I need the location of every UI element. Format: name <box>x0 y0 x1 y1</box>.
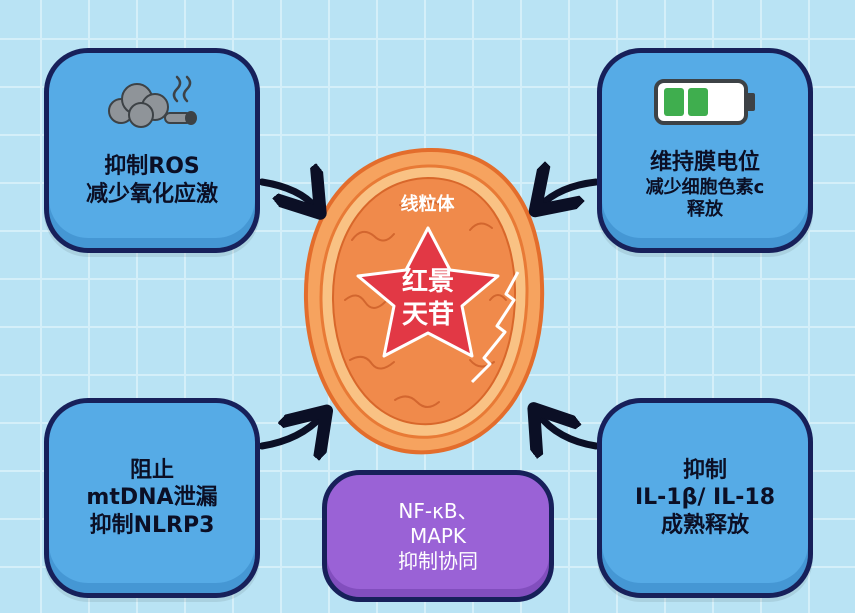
star-shape <box>356 226 500 358</box>
arrows <box>258 182 600 446</box>
card-tr-line-3: 释放 <box>687 199 723 221</box>
card-il-release: 抑制 IL-1β/ IL-18 成熟释放 <box>597 398 813 598</box>
compound-name-line-2: 天苷 <box>401 299 454 330</box>
card-mtdna-leak: 阻止 mtDNA泄漏 抑制NLRP3 <box>44 398 260 598</box>
arrow-bottom-left <box>258 416 322 446</box>
card-bm-line-2: MAPK <box>409 523 467 548</box>
card-br-line-2: IL-1β/ IL-18 <box>634 485 776 511</box>
battery-icon <box>654 79 755 125</box>
arrow-bottom-right <box>538 414 600 446</box>
card-bl-line-3: 抑制NLRP3 <box>89 512 215 538</box>
arrow-top-right <box>540 182 600 206</box>
mitochondria-label: 线粒体 <box>400 194 455 215</box>
card-bm-line-3: 抑制协同 <box>398 548 478 573</box>
crack-mark <box>470 271 520 384</box>
card-nfkb-mapk: NF-κB、 MAPK 抑制协同 <box>322 470 554 602</box>
card-tr-line-1: 维持膜电位 <box>649 150 760 176</box>
card-tl-line-2: 减少氧化应激 <box>85 181 218 207</box>
card-bl-line-1: 阻止 <box>129 457 174 483</box>
compound-name: 红景 天苷 <box>365 266 491 331</box>
card-bm-line-1: NF-κB、 <box>398 498 478 523</box>
card-tr-line-2: 减少细胞色素c <box>645 176 765 198</box>
card-bl-line-2: mtDNA泄漏 <box>86 485 218 511</box>
card-br-line-1: 抑制 <box>682 457 727 483</box>
compound-name-line-1: 红景 <box>401 267 454 297</box>
card-membrane-potential: 维持膜电位 减少细胞色素c 释放 <box>597 48 813 253</box>
card-tl-line-1: 抑制ROS <box>104 154 200 179</box>
arrow-top-left <box>258 182 316 208</box>
smoke-cloud-icon <box>108 75 197 128</box>
card-inhibit-ros: 抑制ROS 减少氧化应激 <box>44 48 260 253</box>
card-br-line-3: 成熟释放 <box>660 512 749 538</box>
